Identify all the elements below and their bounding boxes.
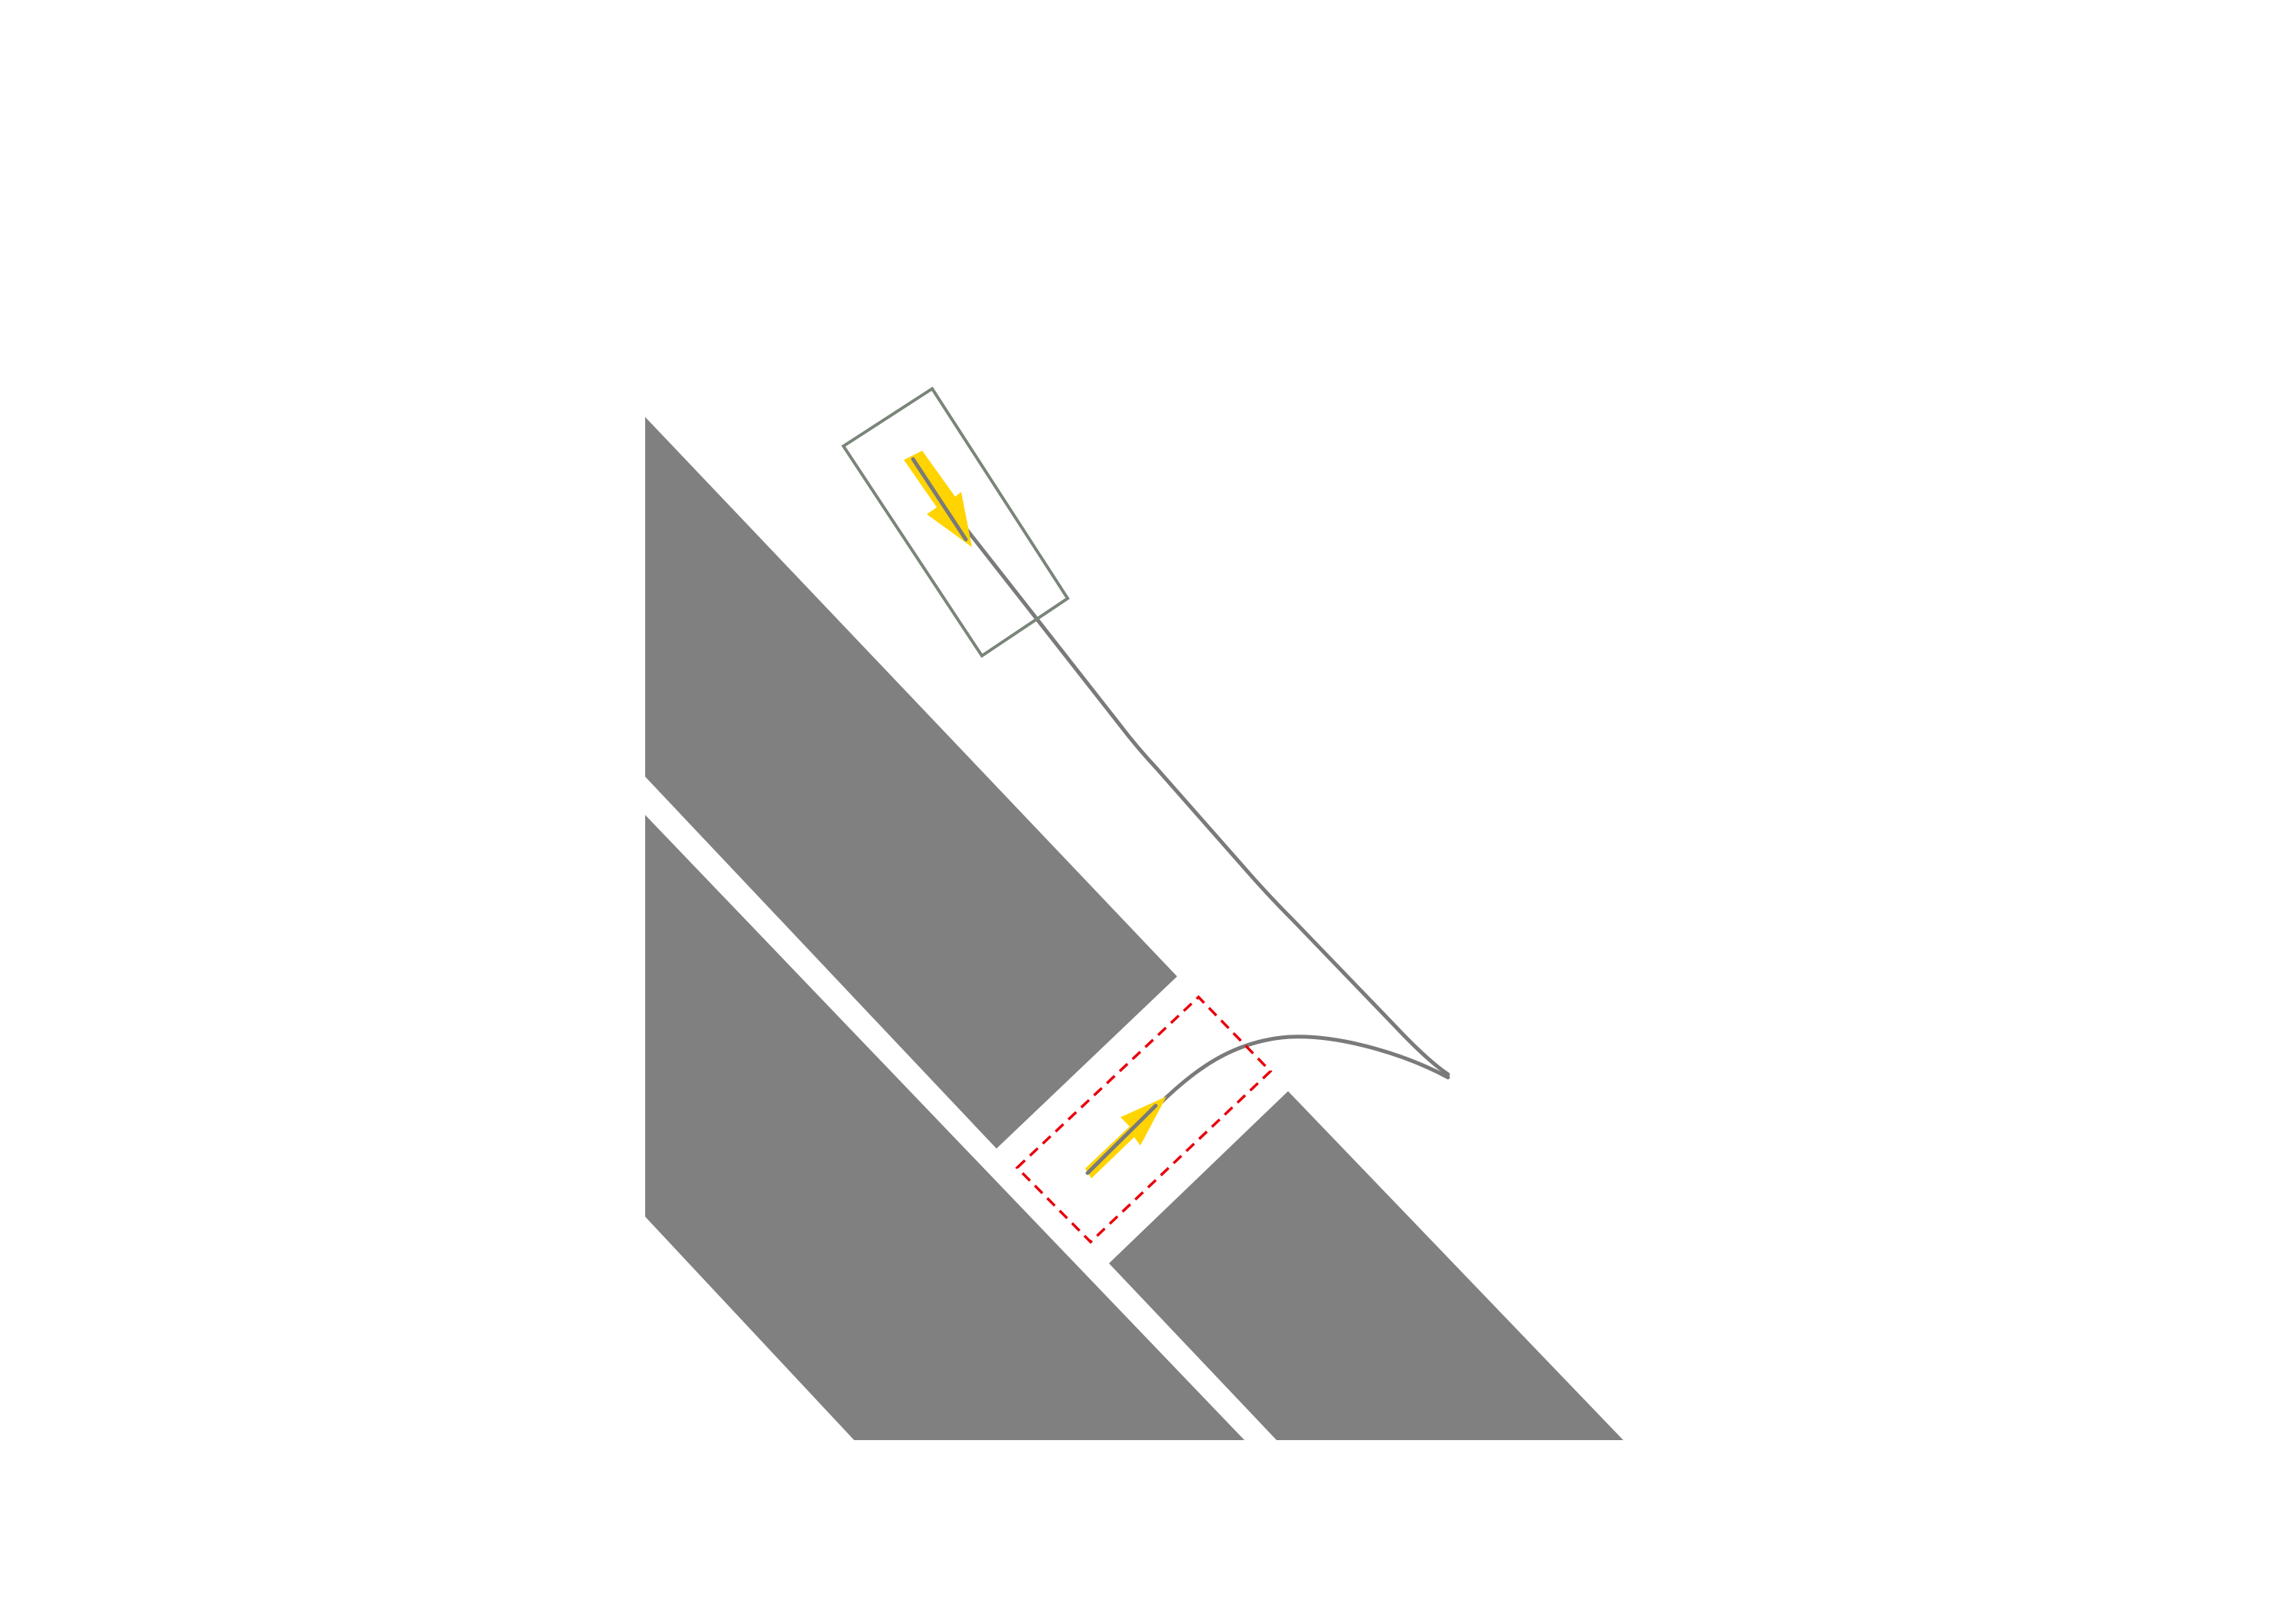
target-trajectory-line: [1088, 1035, 1450, 1175]
ego-heading-arrow-stem: [911, 457, 968, 542]
road-block-upper-left: [645, 417, 1177, 1149]
target-heading-arrow-stem: [1085, 1103, 1158, 1175]
ego-vehicle-box: [841, 386, 1070, 658]
road-block-lower-left: [645, 815, 1244, 1440]
target-vehicle-box: [1015, 995, 1273, 1244]
road-block-lower-right: [1109, 1091, 1623, 1440]
